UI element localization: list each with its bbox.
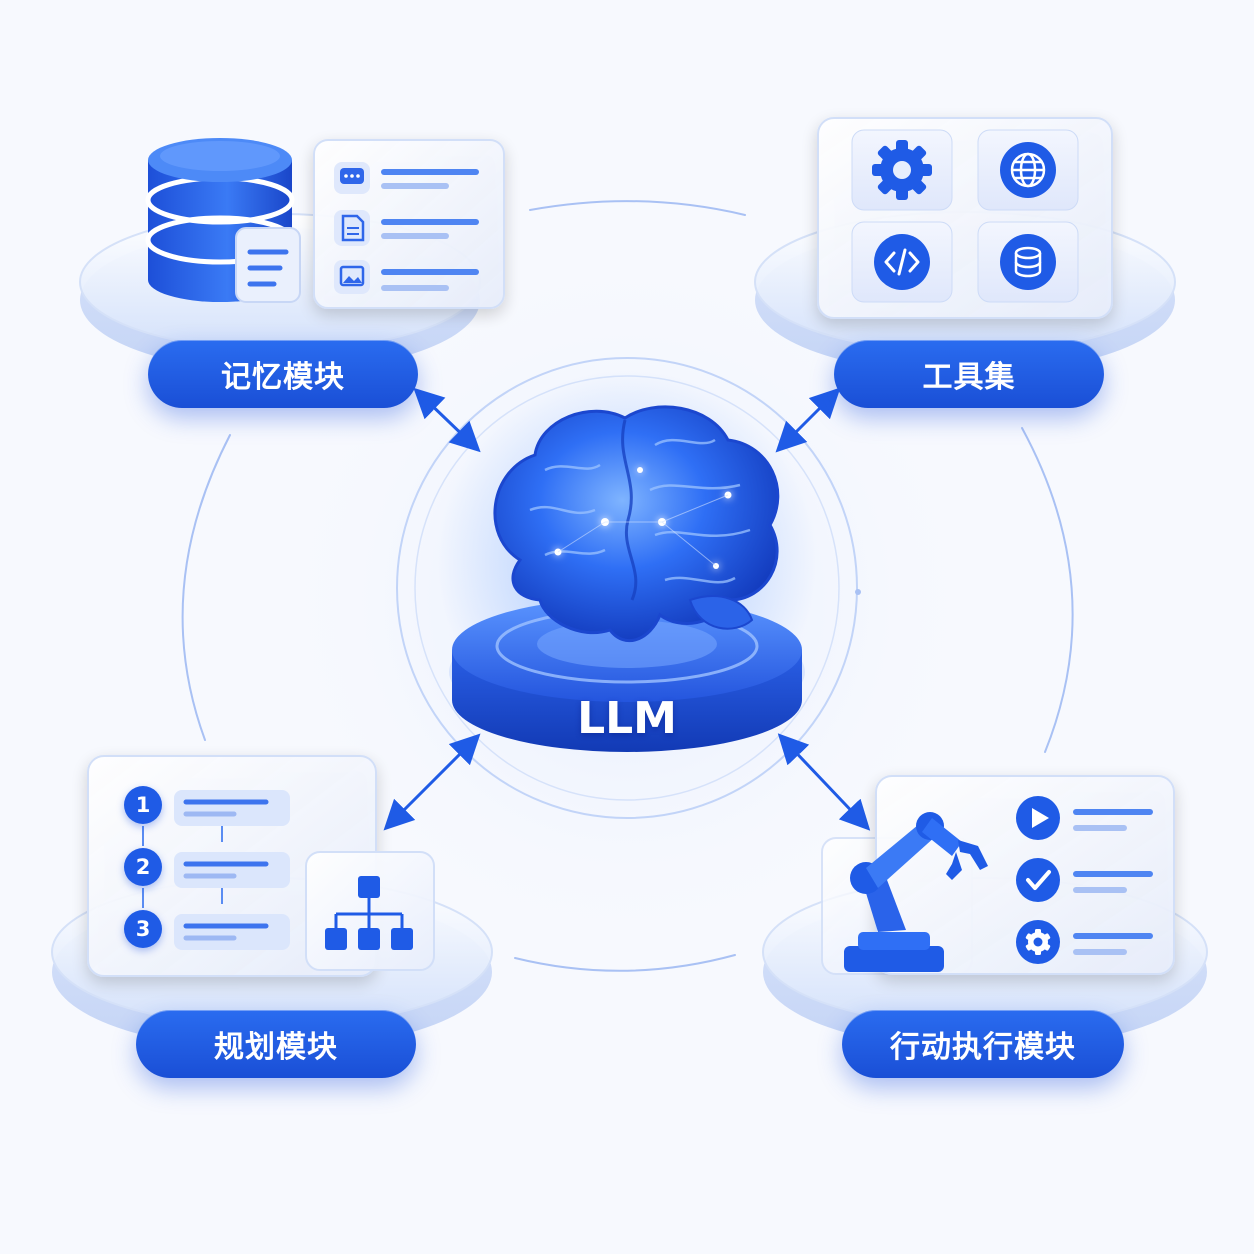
memory-module — [79, 138, 505, 372]
image-icon — [334, 260, 370, 294]
globe-icon — [1000, 142, 1056, 198]
document-icon — [334, 210, 370, 246]
step-number-1: 1 — [124, 786, 162, 824]
step-number-2: 2 — [124, 848, 162, 886]
tools-module-label: 工具集 — [834, 340, 1104, 408]
action-module-label: 行动执行模块 — [842, 1010, 1124, 1078]
planning-module-label: 规划模块 — [136, 1010, 416, 1078]
chat-icon — [334, 162, 370, 194]
note-icon — [235, 227, 301, 303]
brain-icon — [493, 405, 780, 643]
code-icon — [874, 234, 930, 290]
llm-label: LLM — [577, 692, 677, 744]
robot-arm-icon — [844, 812, 988, 972]
connector-arcs — [181, 200, 1074, 972]
check-icon — [1016, 858, 1060, 902]
gear-icon — [1016, 920, 1060, 964]
database-icon — [1000, 234, 1056, 290]
tools-module — [754, 117, 1176, 374]
llm-core — [437, 370, 817, 752]
gear-icon — [872, 140, 932, 200]
memory-module-label: 记忆模块 — [148, 340, 418, 408]
flowchart-icon — [325, 876, 413, 950]
play-icon — [1016, 796, 1060, 840]
bidirectional-arrows — [383, 387, 871, 831]
step-number-3: 3 — [124, 910, 162, 948]
